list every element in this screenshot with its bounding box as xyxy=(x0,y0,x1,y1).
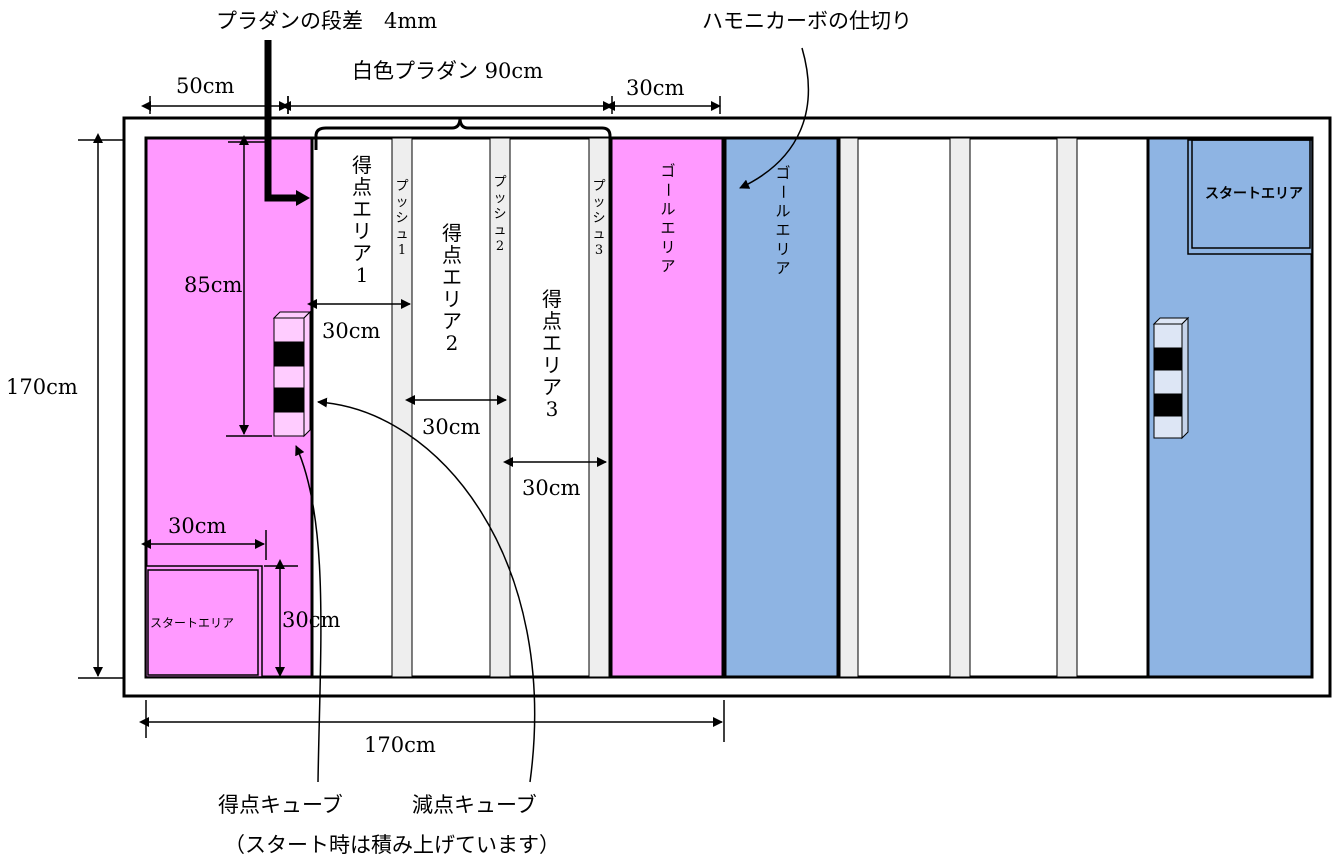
vertical-label-push-1-char: 1 xyxy=(398,243,406,258)
minus-cube-label: 減点キューブ xyxy=(412,793,537,817)
vertical-label-score-area-3-char: エ xyxy=(542,331,562,355)
right-push-strip-1 xyxy=(839,137,859,678)
start-area-left-label: スタートエリア xyxy=(150,616,234,630)
vertical-label-push-1-char: プ xyxy=(395,179,408,194)
vertical-label-score-area-2-char: ア xyxy=(442,309,462,333)
vertical-label-score-area-2-char: リ xyxy=(442,287,462,311)
score-cube-label: 得点キューブ xyxy=(218,793,343,817)
vertical-label-score-area-1-char: リ xyxy=(352,219,372,243)
vertical-label-push-2-char: 2 xyxy=(496,239,504,254)
score-cube-pointer xyxy=(295,445,322,783)
vertical-label-push-1-char: ッ xyxy=(395,195,408,210)
push-strip-1 xyxy=(391,137,413,678)
vertical-label-goal-right-char: リ xyxy=(775,240,790,258)
vertical-label-score-area-3-char: リ xyxy=(542,353,562,377)
right-start-area-inner xyxy=(1191,139,1311,249)
vertical-label-goal-left-char: ー xyxy=(659,182,677,197)
vertical-label-score-area-3-char: 3 xyxy=(546,397,559,421)
vertical-label-push-3-char: プ xyxy=(592,179,605,194)
dim-170-left-label: 170cm xyxy=(6,375,78,399)
vertical-label-goal-left-char: ル xyxy=(660,200,675,218)
vertical-label-score-area-2-char: エ xyxy=(442,265,462,289)
goal-area-right xyxy=(723,136,840,679)
vertical-label-goal-right-char: ア xyxy=(775,259,790,277)
harmonica-divider-label: ハモニカーボの仕切り xyxy=(702,9,912,33)
dim-30-area3-label: 30cm xyxy=(522,476,580,500)
right-start-area-box xyxy=(1187,139,1313,255)
push-strip-3 xyxy=(588,137,610,678)
minus-cube-pointer xyxy=(317,397,536,783)
vertical-label-score-area-1-char: エ xyxy=(352,197,372,221)
white-plaboard xyxy=(310,136,613,679)
dim-170-bottom-label: 170cm xyxy=(364,733,436,757)
dim-85-label: 85cm xyxy=(184,273,242,297)
white-plaboard-label: 白色プラダン 90cm xyxy=(352,59,543,83)
vertical-label-push-2-char: プ xyxy=(493,175,506,190)
vertical-label-score-area-3-char: 点 xyxy=(542,309,562,333)
dim-30-area1-label: 30cm xyxy=(322,319,380,343)
vertical-label-score-area-1-char: 1 xyxy=(356,263,369,287)
vertical-label-goal-right-char: ゴ xyxy=(775,164,790,182)
vertical-label-goal-right-char: エ xyxy=(775,221,790,239)
vertical-label-score-area-2-char: 点 xyxy=(442,243,462,267)
vertical-label-score-area-3-char: ア xyxy=(542,375,562,399)
vertical-label-goal-right-char: ル xyxy=(775,202,790,220)
dim-30-top-label: 30cm xyxy=(626,76,684,100)
vertical-label-push-1-char: シ xyxy=(395,211,408,226)
vertical-label-push-2-char: シ xyxy=(493,207,506,222)
left-start-area-box xyxy=(145,565,263,678)
dim-30-area2-label: 30cm xyxy=(422,415,480,439)
vertical-label-score-area-1-char: 得 xyxy=(352,153,372,177)
vertical-label-push-3-char: ュ xyxy=(592,227,605,242)
vertical-label-push-1-char: ュ xyxy=(395,227,408,242)
vertical-label-score-area-2-char: 得 xyxy=(442,221,462,245)
right-cube-stack xyxy=(1152,316,1190,440)
vertical-label-goal-left-char: ゴ xyxy=(660,162,675,180)
vertical-label-push-3-char: ッ xyxy=(592,195,605,210)
dim-50-label: 50cm xyxy=(176,74,234,98)
left-start-area-inner xyxy=(147,569,259,676)
vertical-label-score-area-1-char: 点 xyxy=(352,175,372,199)
step-pointer-arrow xyxy=(264,40,298,202)
vertical-label-push-3-char: 3 xyxy=(595,243,603,258)
dim-30-start-h-label: 30cm xyxy=(282,608,340,632)
vertical-label-push-2-char: ッ xyxy=(493,191,506,206)
white-plaboard-brace xyxy=(314,117,612,150)
vertical-label-goal-right-char: ー xyxy=(774,184,792,199)
start-note: （スタート時は積み上げています） xyxy=(224,833,560,857)
left-cube-stack xyxy=(272,310,312,438)
harmonica-pointer xyxy=(739,47,810,189)
right-push-strip-3 xyxy=(1056,137,1078,678)
vertical-label-goal-left-char: エ xyxy=(660,219,675,237)
vertical-label-score-area-1-char: ア xyxy=(352,241,372,265)
step-title: プラダンの段差 4mm xyxy=(216,9,437,33)
right-white-plaboard xyxy=(836,136,1152,679)
vertical-label-goal-left-char: リ xyxy=(660,238,675,256)
goal-area-left xyxy=(609,136,725,679)
start-area-right-label: スタートエリア xyxy=(1205,186,1303,202)
vertical-label-push-2-char: ュ xyxy=(493,223,506,238)
vertical-label-goal-left-char: ア xyxy=(660,257,675,275)
vertical-label-score-area-3-char: 得 xyxy=(542,287,562,311)
push-strip-2 xyxy=(489,137,511,678)
vertical-label-score-area-2-char: 2 xyxy=(446,331,459,355)
vertical-label-push-3-char: シ xyxy=(592,211,605,226)
right-push-strip-2 xyxy=(949,137,971,678)
dim-30-start-w-label: 30cm xyxy=(168,514,226,538)
